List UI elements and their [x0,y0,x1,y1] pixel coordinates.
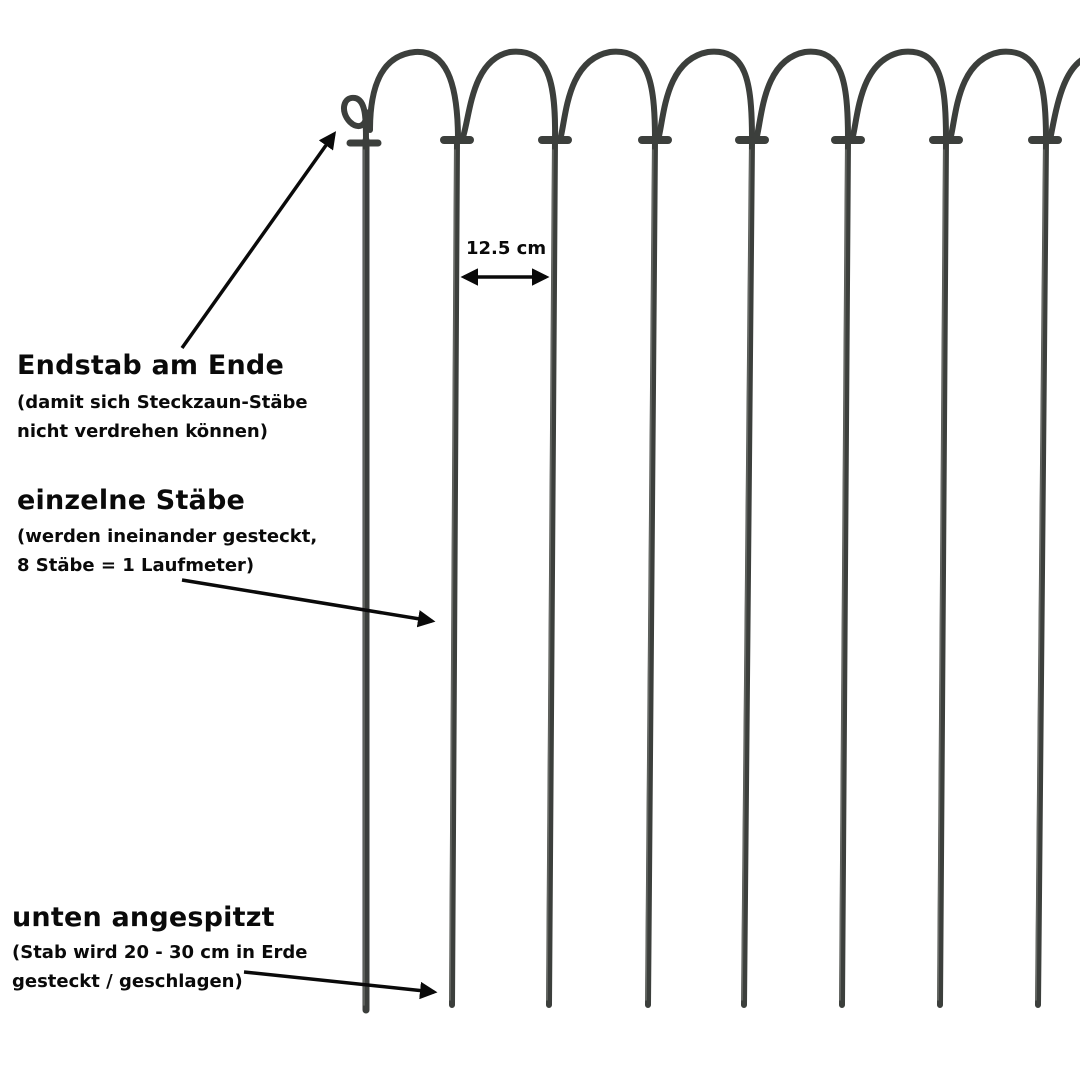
single-bars-title: einzelne Stäbe [17,485,246,516]
single-bars-note-1: (werden ineinander gesteckt, [17,526,318,547]
fence-loops [367,48,1080,143]
pointed-note-2: gesteckt / geschlagen) [12,971,243,992]
end-bar-note-2: nicht verdrehen können) [17,421,268,442]
spacing-label: 12.5 cm [466,238,547,259]
pointed-note-1: (Stab wird 20 - 30 cm in Erde [12,942,308,963]
end-bar [341,94,382,1014]
single-bars-note-2: 8 Stäbe = 1 Laufmeter) [17,555,255,576]
arrow-icon [181,578,436,628]
arrow-icon [243,970,438,1000]
annotation-arrows [180,131,550,1000]
pointed-title: unten angespitzt [12,902,275,933]
fence-bar-highlights [363,149,1045,1006]
end-bar-title: Endstab am Ende [17,350,284,381]
fence [341,48,1080,1014]
fence-bars [449,137,1049,1008]
arrow-icon [180,131,337,350]
end-bar-note-1: (damit sich Steckzaun-Stäbe [17,392,308,413]
